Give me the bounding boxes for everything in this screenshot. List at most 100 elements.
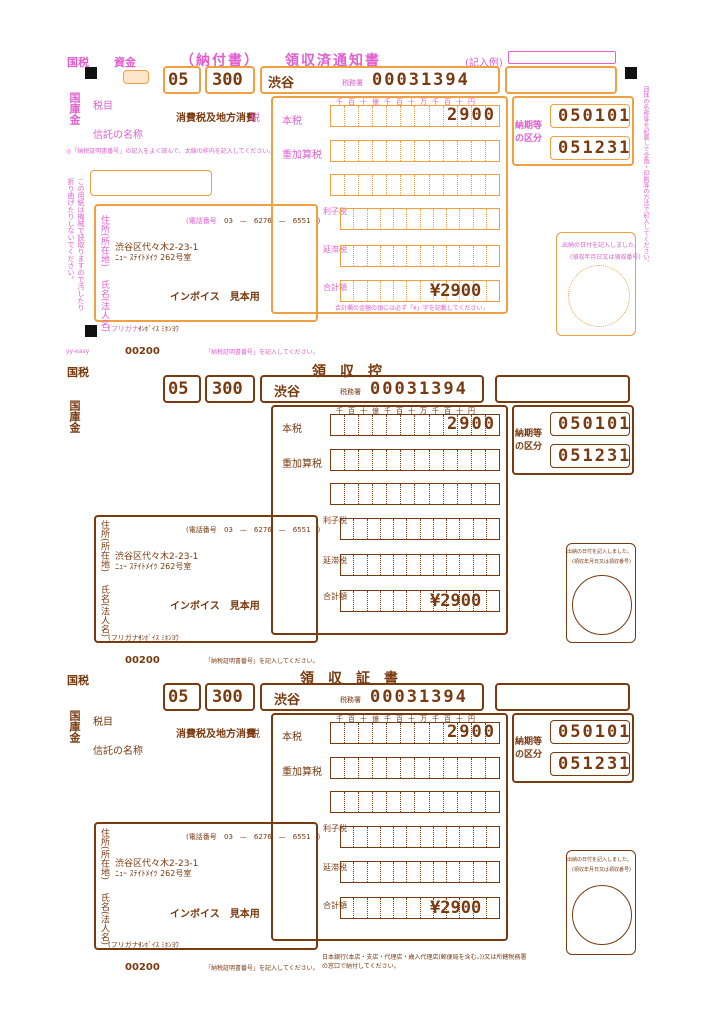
digit-cell: [474, 209, 487, 229]
digit-cell: [401, 484, 416, 504]
copy1-stamp-note: 出納の日付を記入しました。: [562, 242, 641, 249]
digit-cell: [373, 450, 388, 470]
copy2-office-suffix: 税務署: [340, 388, 361, 396]
digit-cell: [331, 792, 346, 812]
digit-cell: [447, 827, 461, 847]
copy1-total-note: 合計欄の金額の頭には必ず「¥」字を記載してください。: [335, 305, 489, 312]
digit-cell: [434, 246, 447, 266]
copy2-period-to: 051231: [558, 446, 632, 466]
digit-cell: [354, 862, 368, 882]
digit-cell: [331, 106, 346, 126]
registration-marker-top-left: [85, 67, 97, 79]
copy3-office-suffix: 税務署: [340, 696, 361, 704]
copy2-address-label: 住所(所在地): [99, 520, 109, 573]
copy3-bottom-code: 00200: [125, 962, 160, 973]
copy1-total-cells: [340, 280, 500, 302]
copy3-footer-note2: の窓口で納付してください。: [322, 963, 400, 970]
digit-cell: [394, 555, 408, 575]
copy2-period-from: 050101: [558, 414, 632, 434]
digit-cell: [430, 415, 444, 435]
copy2-address-frame: [94, 515, 318, 643]
digit-cell: [472, 175, 486, 195]
copy1-extra-box: [505, 66, 617, 94]
digit-cell: [430, 758, 444, 778]
copy1-period-from-box: [550, 104, 630, 128]
copy1-year: 05: [168, 70, 189, 90]
digit-cell: [341, 209, 355, 229]
copy1-stamp-note2: (領収年月日又は領収番号): [570, 254, 641, 261]
digit-cell: [434, 555, 447, 575]
copy2-juka-label: 重加算税: [282, 459, 322, 470]
digit-cell: [354, 519, 368, 539]
copy3-phone-label: (電話番号: [186, 833, 217, 841]
copy2-digit-headers: 千百十億千百十万千百十円: [336, 407, 480, 415]
digit-cell: [387, 106, 402, 126]
copy1-tax-item-label: 税目: [93, 101, 113, 112]
digit-cell: [354, 209, 368, 229]
copy3-tax-item-label: 税目: [93, 717, 113, 728]
digit-cell: [474, 519, 487, 539]
digit-cell: [331, 723, 346, 743]
copy3-honzei-label: 本税: [282, 732, 302, 743]
digit-cell: [394, 827, 408, 847]
digit-cell: [359, 758, 374, 778]
digit-cell: [394, 862, 408, 882]
digit-cell: [430, 106, 444, 126]
digit-cell: [458, 792, 472, 812]
digit-cell: [387, 175, 402, 195]
copy2-phone: 03 — 6276 — 6551 ): [224, 526, 321, 534]
digit-cell: [444, 723, 458, 743]
digit-cell: [434, 519, 447, 539]
copy1-address-line1: 渋谷区代々木2-23-1: [115, 243, 199, 253]
copy3-risi-cells: [340, 826, 500, 848]
copy3-amount-frame: [271, 713, 508, 941]
copy3-address-line2: ﾆｭｰ ｽﾃｲﾄﾒｲﾂ 262号室: [115, 869, 192, 878]
copy1-bottom-code: 00200: [125, 346, 160, 357]
digit-cell: [434, 209, 447, 229]
digit-cell: [394, 246, 408, 266]
digit-cell: [460, 827, 474, 847]
copy1-office-box: [260, 66, 500, 94]
digit-cell: [487, 209, 499, 229]
copy1-kind-sub: 資金: [114, 56, 136, 69]
digit-cell: [474, 555, 487, 575]
copy2-risi-label: 利子税: [323, 516, 347, 525]
copy2-row3-cells: [330, 483, 500, 505]
copy2-honzei-label: 本税: [282, 424, 302, 435]
copy2-office-code-box: [205, 375, 255, 403]
digit-cell: [458, 723, 472, 743]
digit-cell: [447, 281, 461, 301]
digit-cell: [345, 723, 360, 743]
digit-cell: [345, 484, 360, 504]
digit-cell: [430, 484, 444, 504]
digit-cell: [373, 758, 388, 778]
registration-marker-mid-left: [85, 325, 97, 337]
digit-cell: [381, 209, 394, 229]
digit-cell: [460, 519, 474, 539]
digit-cell: [430, 792, 444, 812]
digit-cell: [460, 591, 474, 611]
digit-cell: [381, 827, 394, 847]
copy2-name: インボイス 見本用: [170, 601, 260, 612]
digit-cell: [486, 175, 499, 195]
copy2-account-label: 国庫金: [68, 400, 81, 433]
copy3-period-frame: [512, 713, 634, 783]
copy2-honzei-amount: 2900: [447, 414, 496, 434]
copy2-phone-label: (電話番号: [186, 526, 217, 534]
digit-cell: [415, 175, 430, 195]
digit-cell: [474, 827, 487, 847]
copy3-digit-headers: 千百十億千百十万千百十円: [336, 715, 480, 723]
copy3-serial: 00031394: [370, 687, 468, 707]
digit-cell: [359, 106, 374, 126]
copy2-amount-frame: [271, 405, 508, 635]
digit-cell: [458, 415, 472, 435]
digit-cell: [486, 792, 499, 812]
digit-cell: [359, 175, 374, 195]
copy1-row3-cells: [330, 174, 500, 196]
digit-cell: [373, 141, 388, 161]
copy1-office-code: 300: [212, 70, 243, 90]
copy1-logo: yy-easy: [66, 348, 90, 355]
copy3-total-label: 合計額: [323, 901, 347, 910]
copy1-period-to: 051231: [558, 138, 632, 158]
copy2-period-frame: [512, 405, 634, 475]
